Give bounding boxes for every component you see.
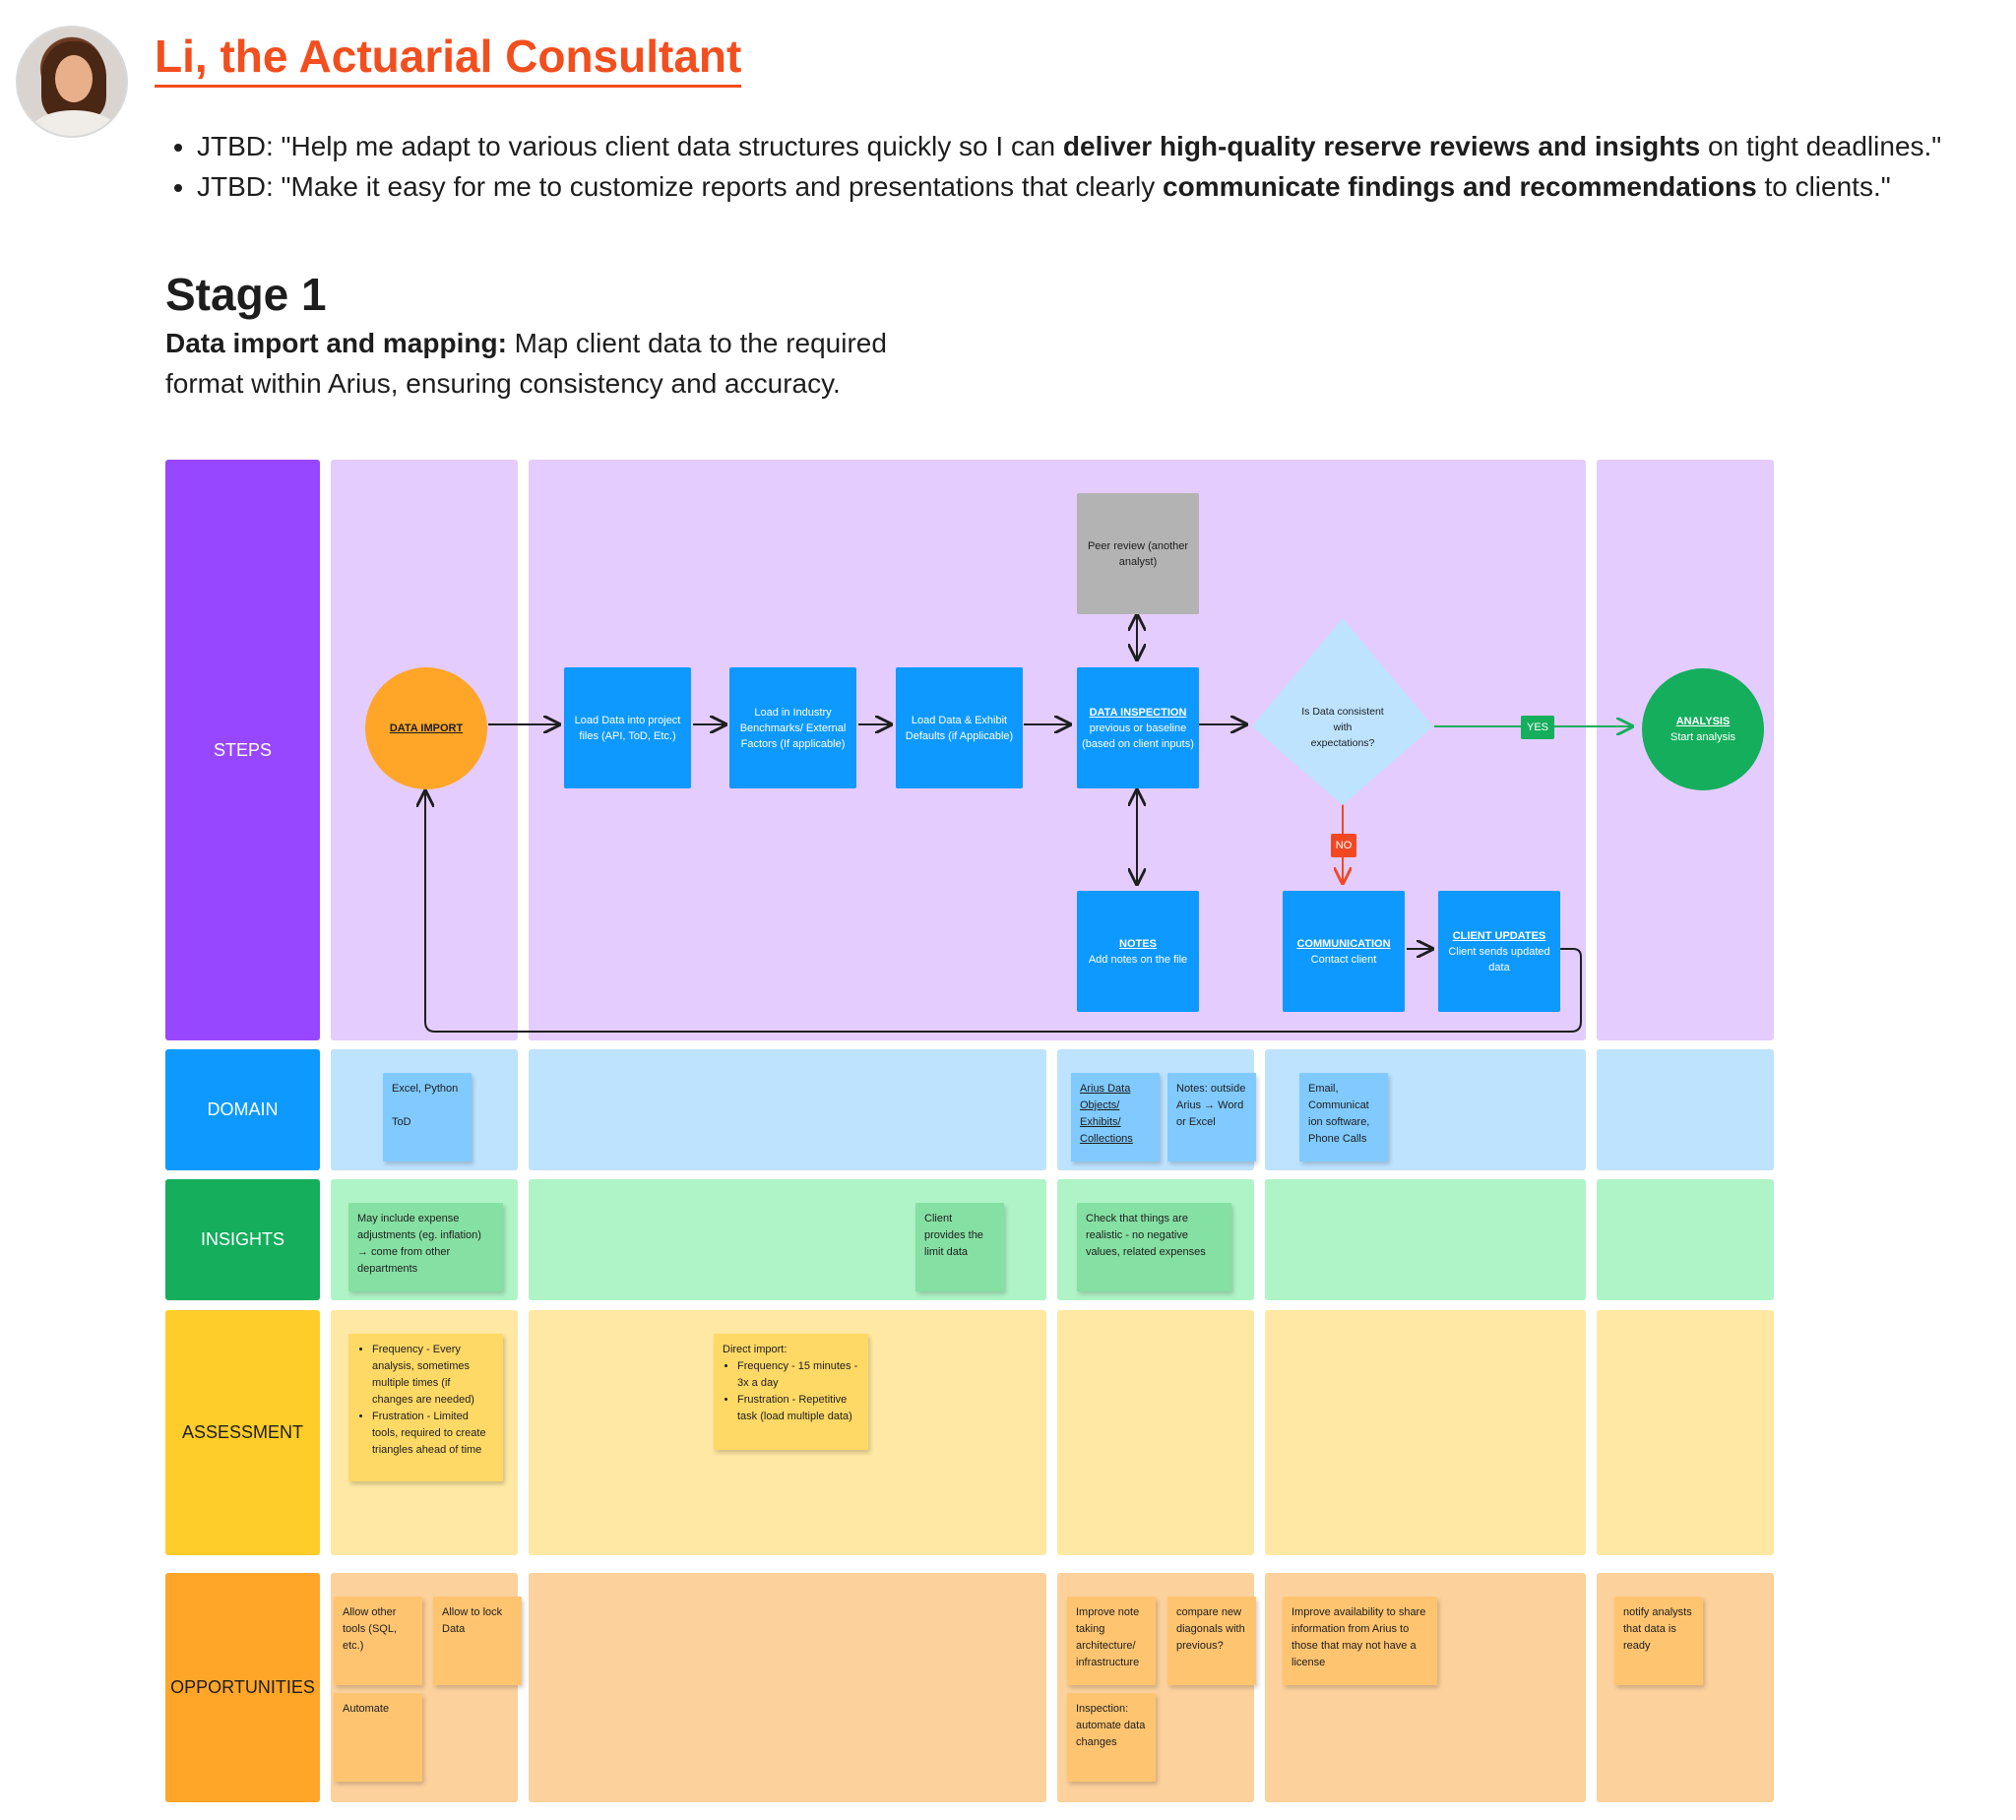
sticky-insight: Client provides the limit data — [915, 1203, 1004, 1291]
data-import-node: DATA IMPORT — [365, 667, 487, 789]
page-title: Li, the Actuarial Consultant — [155, 30, 742, 88]
jtbd-item: JTBD: "Help me adapt to various client d… — [197, 126, 2016, 166]
assessment-cell — [1265, 1310, 1586, 1555]
sticky-assessment: Direct import: Frequency - 15 minutes - … — [714, 1334, 868, 1450]
lane-steps: STEPS — [165, 460, 320, 1040]
avatar — [16, 26, 128, 138]
sticky-insight: May include expense adjustments (eg. inf… — [348, 1203, 503, 1291]
sticky-opportunity: Allow other tools (SQL, etc.) — [334, 1597, 422, 1685]
stage-title: Stage 1 — [165, 269, 327, 320]
assessment-cell — [1597, 1310, 1774, 1555]
sticky-opportunity: Allow to lock Data — [433, 1597, 522, 1685]
domain-cell — [529, 1049, 1046, 1170]
insights-cell — [1265, 1179, 1586, 1300]
sticky-domain: Notes: outside Arius → Word or Excel — [1167, 1073, 1256, 1161]
load-project-node: Load Data into project files (API, ToD, … — [564, 667, 691, 788]
sticky-opportunity: Automate — [334, 1693, 422, 1782]
sticky-opportunity: Inspection: automate data changes — [1067, 1693, 1156, 1782]
assessment-cell — [1057, 1310, 1254, 1555]
sticky-opportunity: notify analysts that data is ready — [1614, 1597, 1703, 1685]
yes-label: YES — [1521, 716, 1554, 739]
insights-cell — [1597, 1179, 1774, 1300]
sticky-assessment: Frequency - Every analysis, sometimes mu… — [348, 1334, 503, 1481]
lane-opportunities: OPPORTUNITIES — [165, 1573, 320, 1802]
jtbd-list: JTBD: "Help me adapt to various client d… — [167, 126, 2016, 207]
stage-description: Data import and mapping: Map client data… — [165, 328, 887, 399]
load-benchmarks-node: Load in Industry Benchmarks/ External Fa… — [729, 667, 856, 788]
lane-domain: DOMAIN — [165, 1049, 320, 1170]
sticky-opportunity: Improve availability to share informatio… — [1283, 1597, 1437, 1685]
lane-assessment: ASSESSMENT — [165, 1310, 320, 1555]
peer-review-node: Peer review (another analyst) — [1077, 493, 1199, 614]
decision-label: Is Data consistent with expectations? — [1301, 706, 1384, 749]
sticky-opportunity: Improve note taking architecture/ infras… — [1067, 1597, 1156, 1685]
jtbd-item: JTBD: "Make it easy for me to customize … — [197, 166, 2016, 207]
sticky-insight: Check that things are realistic - no neg… — [1077, 1203, 1231, 1291]
domain-cell — [1597, 1049, 1774, 1170]
sticky-opportunity: compare new diagonals with previous? — [1167, 1597, 1256, 1685]
sticky-domain: Arius Data Objects/ Exhibits/ Collection… — [1071, 1073, 1160, 1161]
sticky-domain: Email, Communicat ion software, Phone Ca… — [1299, 1073, 1388, 1161]
no-label: NO — [1331, 834, 1356, 857]
lane-insights: INSIGHTS — [165, 1179, 320, 1300]
opportunities-cell — [529, 1573, 1046, 1802]
load-defaults-node: Load Data & Exhibit Defaults (if Applica… — [896, 667, 1023, 788]
